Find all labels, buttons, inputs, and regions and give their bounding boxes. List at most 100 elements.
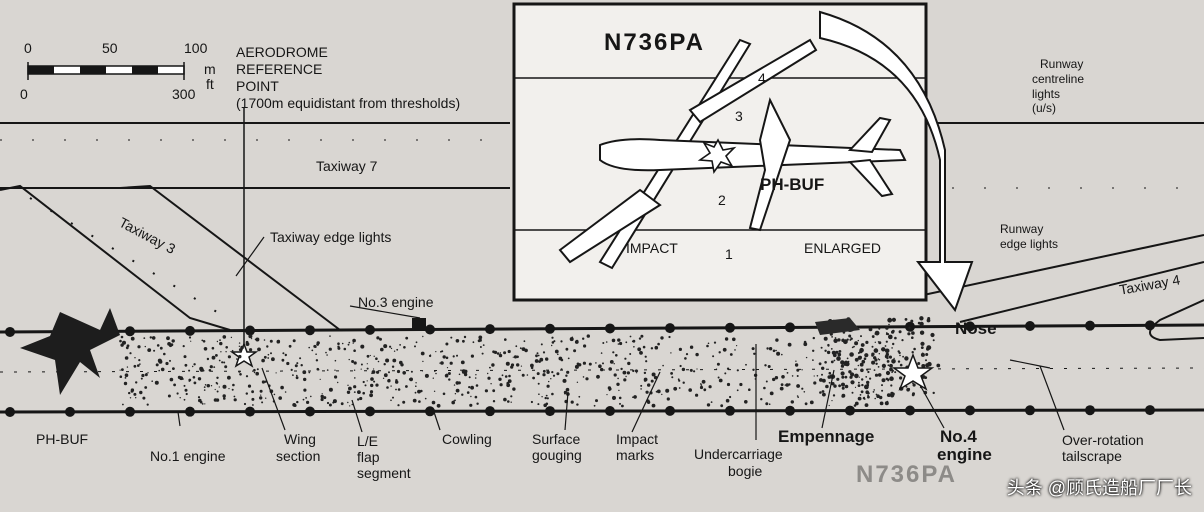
debris-fragment xyxy=(218,359,221,362)
debris-fragment xyxy=(334,375,338,379)
debris-fragment xyxy=(160,367,165,372)
debris-fragment xyxy=(216,390,219,393)
debris-fragment xyxy=(613,373,617,377)
debris-fragment xyxy=(920,341,925,346)
debris-fragment xyxy=(233,398,237,402)
debris-fragment xyxy=(165,361,169,366)
debris-fragment xyxy=(360,363,363,366)
debris-fragment xyxy=(546,370,550,374)
debris-fragment xyxy=(251,338,253,340)
debris-fragment xyxy=(833,338,838,343)
debris-fragment xyxy=(130,336,135,341)
debris-fragment xyxy=(537,382,540,385)
debris-fragment xyxy=(328,387,333,392)
debris-fragment xyxy=(860,368,864,373)
debris-fragment xyxy=(772,349,776,353)
debris-fragment xyxy=(468,376,471,379)
debris-fragment xyxy=(582,337,585,340)
debris-fragment xyxy=(340,402,344,406)
debris-fragment xyxy=(126,366,129,368)
debris-fragment xyxy=(566,370,570,374)
debris-fragment xyxy=(854,357,859,362)
debris-fragment xyxy=(183,398,186,401)
debris-fragment xyxy=(203,347,208,351)
debris-fragment xyxy=(442,355,446,359)
debris-fragment xyxy=(887,364,890,367)
debris-fragment xyxy=(857,339,859,342)
debris-fragment xyxy=(417,389,421,394)
debris-fragment xyxy=(542,369,546,373)
debris-fragment xyxy=(786,372,789,374)
debris-fragment xyxy=(632,339,636,343)
debris-fragment xyxy=(582,376,585,378)
debris-fragment xyxy=(874,373,879,377)
debris-fragment xyxy=(206,357,210,361)
debris-fragment xyxy=(850,380,855,385)
debris-fragment xyxy=(651,403,656,408)
debris-fragment xyxy=(911,336,914,340)
debris-fragment xyxy=(433,390,436,392)
debris-fragment xyxy=(884,345,887,347)
debris-fragment xyxy=(766,347,769,350)
debris-fragment xyxy=(850,372,855,377)
label-cowling: Cowling xyxy=(442,431,492,447)
runway-centreline-label-2: centreline xyxy=(1032,72,1085,86)
debris-fragment xyxy=(804,402,808,406)
debris-fragment xyxy=(830,348,833,350)
debris-fragment xyxy=(424,373,429,378)
debris-fragment xyxy=(854,386,857,388)
debris-fragment xyxy=(888,323,890,326)
debris-fragment xyxy=(878,341,882,345)
debris-fragment xyxy=(449,361,453,365)
debris-fragment xyxy=(860,335,862,338)
debris-fragment xyxy=(840,371,845,376)
debris-fragment xyxy=(269,339,273,343)
debris-fragment xyxy=(220,351,222,353)
debris-fragment xyxy=(617,343,620,345)
reference-point-line1: AERODROME xyxy=(236,44,328,60)
debris-fragment xyxy=(842,338,845,341)
debris-fragment xyxy=(383,344,388,349)
debris-fragment xyxy=(576,362,580,366)
debris-fragment xyxy=(225,346,228,349)
debris-fragment xyxy=(261,401,264,404)
debris-fragment xyxy=(853,345,855,348)
debris-fragment xyxy=(299,357,302,360)
scale-bar xyxy=(27,62,185,80)
debris-fragment xyxy=(831,336,833,338)
debris-fragment xyxy=(854,341,859,346)
debris-fragment xyxy=(503,397,507,402)
debris-fragment xyxy=(598,364,602,369)
debris-fragment xyxy=(211,355,216,360)
debris-fragment xyxy=(294,364,298,368)
debris-fragment xyxy=(231,388,234,391)
runway-light xyxy=(425,406,435,417)
debris-fragment xyxy=(620,367,623,371)
debris-fragment xyxy=(889,363,893,368)
debris-fragment xyxy=(369,393,373,398)
debris-fragment xyxy=(259,396,263,400)
debris-fragment xyxy=(643,379,647,382)
debris-fragment xyxy=(240,345,244,350)
inset-enlarged-label: ENLARGED xyxy=(804,240,882,256)
debris-fragment xyxy=(420,351,425,356)
debris-fragment xyxy=(717,376,720,379)
debris-fragment xyxy=(666,397,670,401)
debris-fragment xyxy=(550,378,552,380)
label-surface-2: gouging xyxy=(532,447,582,463)
debris-fragment xyxy=(317,368,320,371)
debris-fragment xyxy=(851,391,854,394)
debris-fragment xyxy=(821,373,823,376)
debris-fragment xyxy=(399,344,401,346)
debris-fragment xyxy=(239,373,242,376)
debris-fragment xyxy=(602,342,605,344)
debris-fragment xyxy=(390,385,392,387)
debris-fragment xyxy=(781,375,785,379)
debris-fragment xyxy=(400,363,404,367)
debris-fragment xyxy=(725,398,730,403)
label-wing-section-1: Wing xyxy=(284,431,316,447)
debris-fragment xyxy=(565,387,570,392)
debris-fragment xyxy=(448,378,451,381)
debris-fragment xyxy=(564,392,566,395)
